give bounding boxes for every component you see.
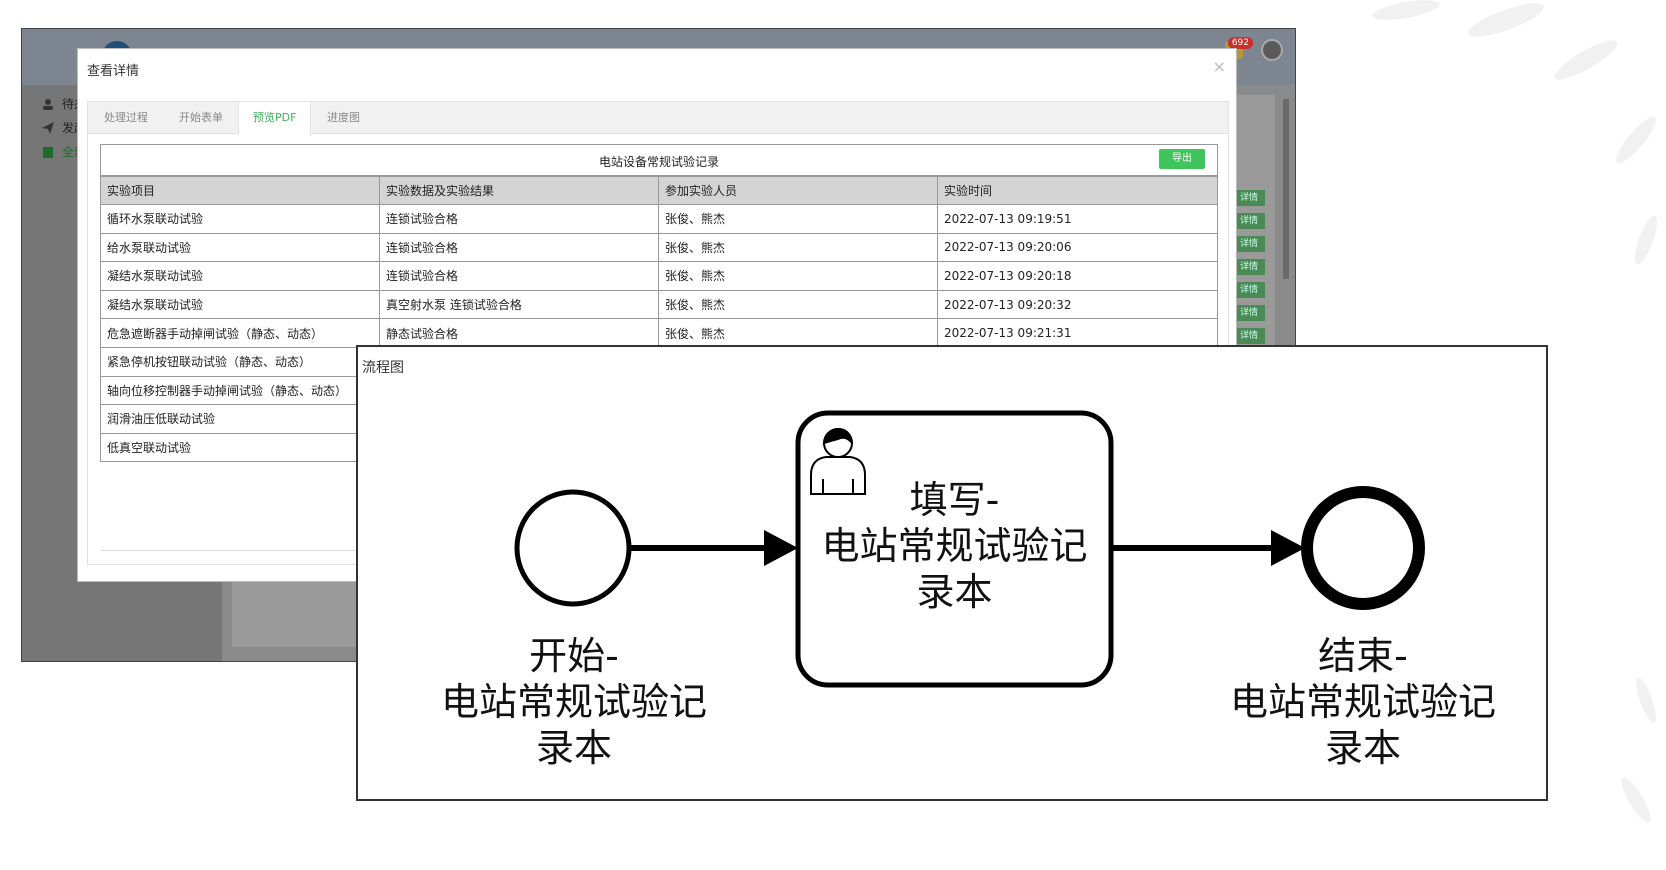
column-header: 实验项目: [100, 176, 380, 205]
table-cell: 凝结水泵联动试验: [100, 261, 380, 291]
detail-button[interactable]: 详情: [1233, 213, 1265, 229]
table-cell: 给水泵联动试验: [100, 232, 380, 263]
flowchart-label: 流程图: [362, 360, 404, 376]
clipboard-icon: [42, 146, 54, 158]
label-line: 电站常规试验记: [1229, 680, 1496, 724]
table-cell: 2022-07-13 09:20:18: [937, 261, 1218, 291]
label-line: 填写-: [909, 478, 1000, 522]
table-cell: 张俊、熊杰: [658, 289, 938, 320]
table-cell: 2022-07-13 09:19:51: [937, 204, 1218, 234]
column-header: 实验时间: [937, 176, 1218, 205]
table-cell: 2022-07-13 09:20:06: [937, 232, 1218, 263]
table-cell: 连锁试验合格: [379, 261, 659, 291]
label-line: 结束-: [1318, 634, 1408, 678]
tab-progress[interactable]: 进度图: [327, 111, 360, 124]
arrowhead: [1271, 530, 1305, 566]
label-line: 录本: [535, 726, 612, 770]
table-cell: 2022-07-13 09:20:32: [937, 289, 1218, 320]
user-task-icon: [810, 427, 866, 495]
detail-button[interactable]: 详情: [1233, 236, 1265, 252]
end-event[interactable]: [1301, 486, 1425, 610]
task-label: 填写- 电站常规试验记 录本: [798, 477, 1111, 615]
label-line: 录本: [916, 570, 993, 614]
start-event-label: 开始- 电站常规试验记 录本: [434, 633, 714, 771]
avatar[interactable]: [1261, 39, 1283, 61]
column-header: 实验数据及实验结果: [379, 176, 659, 205]
table-cell: 危急遮断器手动掉闸试验（静态、动态）: [100, 318, 380, 348]
detail-button[interactable]: 详情: [1233, 328, 1265, 344]
table-cell: 张俊、熊杰: [658, 318, 938, 348]
send-icon: [42, 121, 54, 134]
detail-button[interactable]: 详情: [1233, 190, 1265, 206]
table-cell: 真空射水泵 连锁试验合格: [379, 289, 659, 320]
close-icon[interactable]: ×: [1212, 57, 1226, 76]
flowchart-canvas: [514, 410, 1425, 688]
flowchart-panel: 流程图: [356, 345, 1548, 801]
modal-title: 查看详情: [87, 64, 140, 79]
table-cell: 润滑油压低联动试验: [100, 404, 380, 434]
table-cell: 静态试验合格: [379, 318, 659, 348]
pdf-title: 电站设备常规试验记录: [598, 155, 719, 169]
tab-start-form[interactable]: 开始表单: [179, 111, 223, 124]
column-header: 参加实验人员: [658, 176, 938, 205]
label-line: 电站常规试验记: [440, 680, 707, 724]
label-line: 录本: [1324, 726, 1401, 770]
tab-process[interactable]: 处理过程: [104, 111, 148, 124]
table-cell: 张俊、熊杰: [658, 232, 938, 263]
tab-bar: 处理过程 开始表单 预览PDF 进度图: [88, 102, 1228, 135]
label-line: 电站常规试验记: [821, 524, 1088, 568]
table-cell: 连锁试验合格: [379, 232, 659, 263]
table-cell: 凝结水泵联动试验: [100, 289, 380, 320]
detail-button[interactable]: 详情: [1233, 282, 1265, 298]
arrowhead: [764, 530, 798, 566]
table-header-row: 实验项目 实验数据及实验结果 参加实验人员 实验时间: [100, 176, 1218, 205]
label-line: 开始-: [529, 634, 619, 678]
notification-badge: 692: [1227, 37, 1253, 49]
detail-button[interactable]: 详情: [1233, 305, 1265, 321]
table-cell: 连锁试验合格: [379, 204, 659, 234]
table-cell: 张俊、熊杰: [658, 261, 938, 291]
table-cell: 2022-07-13 09:21:31: [937, 318, 1218, 348]
export-button[interactable]: 导出: [1159, 149, 1205, 169]
pdf-title-row: 电站设备常规试验记录 导出: [100, 144, 1218, 176]
start-event[interactable]: [514, 489, 632, 607]
table-cell: 紧急停机按钮联动试验（静态、动态）: [100, 346, 380, 377]
scrollbar-thumb[interactable]: [1283, 99, 1289, 279]
detail-button[interactable]: 详情: [1233, 259, 1265, 275]
tab-preview-pdf[interactable]: 预览PDF: [238, 102, 312, 135]
table-cell: 循环水泵联动试验: [100, 204, 380, 234]
end-event-label: 结束- 电站常规试验记 录本: [1223, 633, 1503, 771]
user-icon: [42, 98, 54, 110]
table-cell: 张俊、熊杰: [658, 204, 938, 234]
table-cell: 轴向位移控制器手动掉闸试验（静态、动态）: [100, 375, 380, 406]
table-cell: 低真空联动试验: [100, 432, 380, 463]
